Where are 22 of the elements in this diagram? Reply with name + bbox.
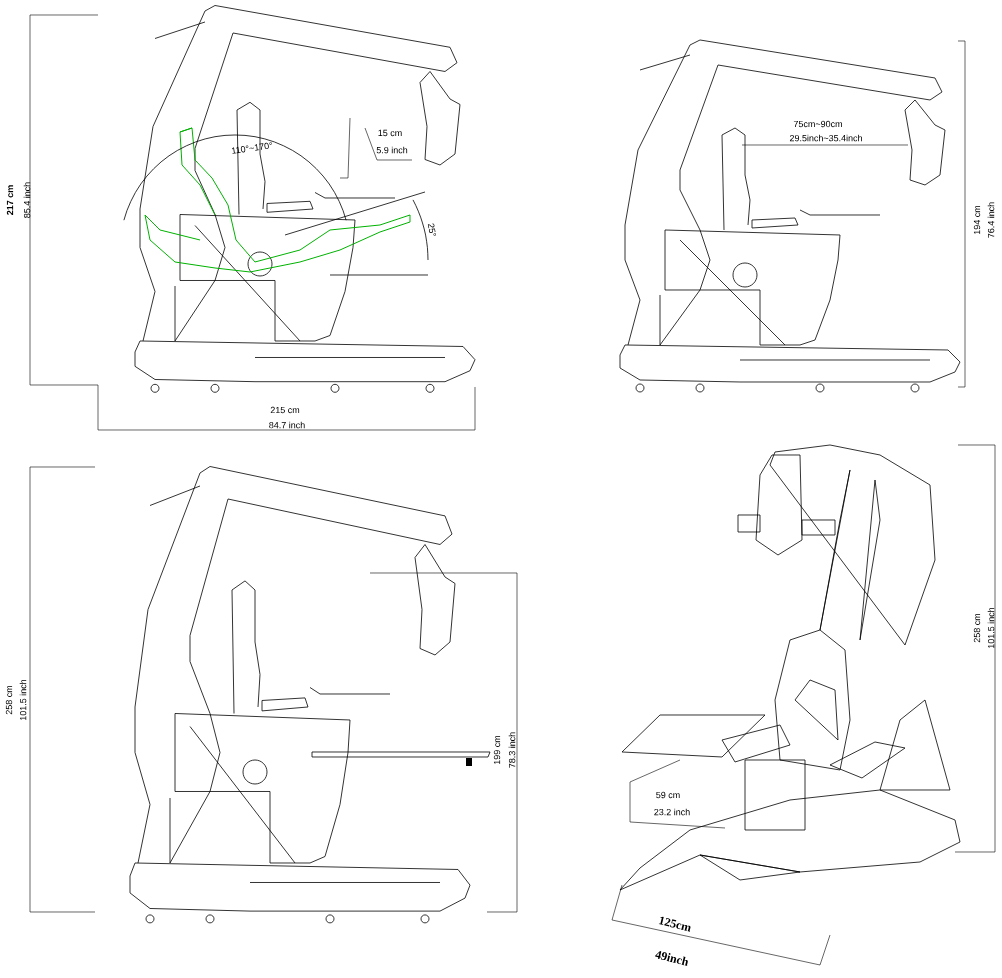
- dimension-label: 15 cm: [378, 129, 402, 137]
- dimension-label: 23.2 inch: [654, 808, 690, 816]
- dimension-label: 194 cm: [973, 205, 981, 234]
- dimension-label: 125cm: [658, 916, 691, 932]
- dimension-label: 217 cm: [6, 185, 14, 215]
- dimension-label: 49inch: [655, 951, 688, 966]
- dimension-label: 101.5 inch: [987, 607, 995, 648]
- dimension-label: 75cm~90cm: [793, 120, 842, 128]
- dimension-label: 59 cm: [656, 791, 680, 799]
- dimension-label: 29.5inch~35.4inch: [789, 134, 862, 142]
- dimension-label: 5.9 inch: [376, 146, 408, 154]
- dimension-label: 110°~170°: [231, 142, 272, 154]
- dimension-label: 76.4 inch: [987, 202, 995, 238]
- dimension-label: 101.5 inch: [19, 679, 27, 720]
- dimension-label: 84.7 inch: [269, 421, 305, 429]
- dimension-label: 25°: [427, 223, 437, 236]
- dimension-label: 215 cm: [270, 406, 300, 414]
- dimension-label: 199 cm: [493, 735, 501, 764]
- dimension-label: 85.4 inch: [23, 182, 31, 218]
- dimension-label: 258 cm: [973, 613, 981, 643]
- dimension-label: 78.3 inch: [508, 732, 516, 768]
- dimension-label: 258 cm: [5, 685, 13, 715]
